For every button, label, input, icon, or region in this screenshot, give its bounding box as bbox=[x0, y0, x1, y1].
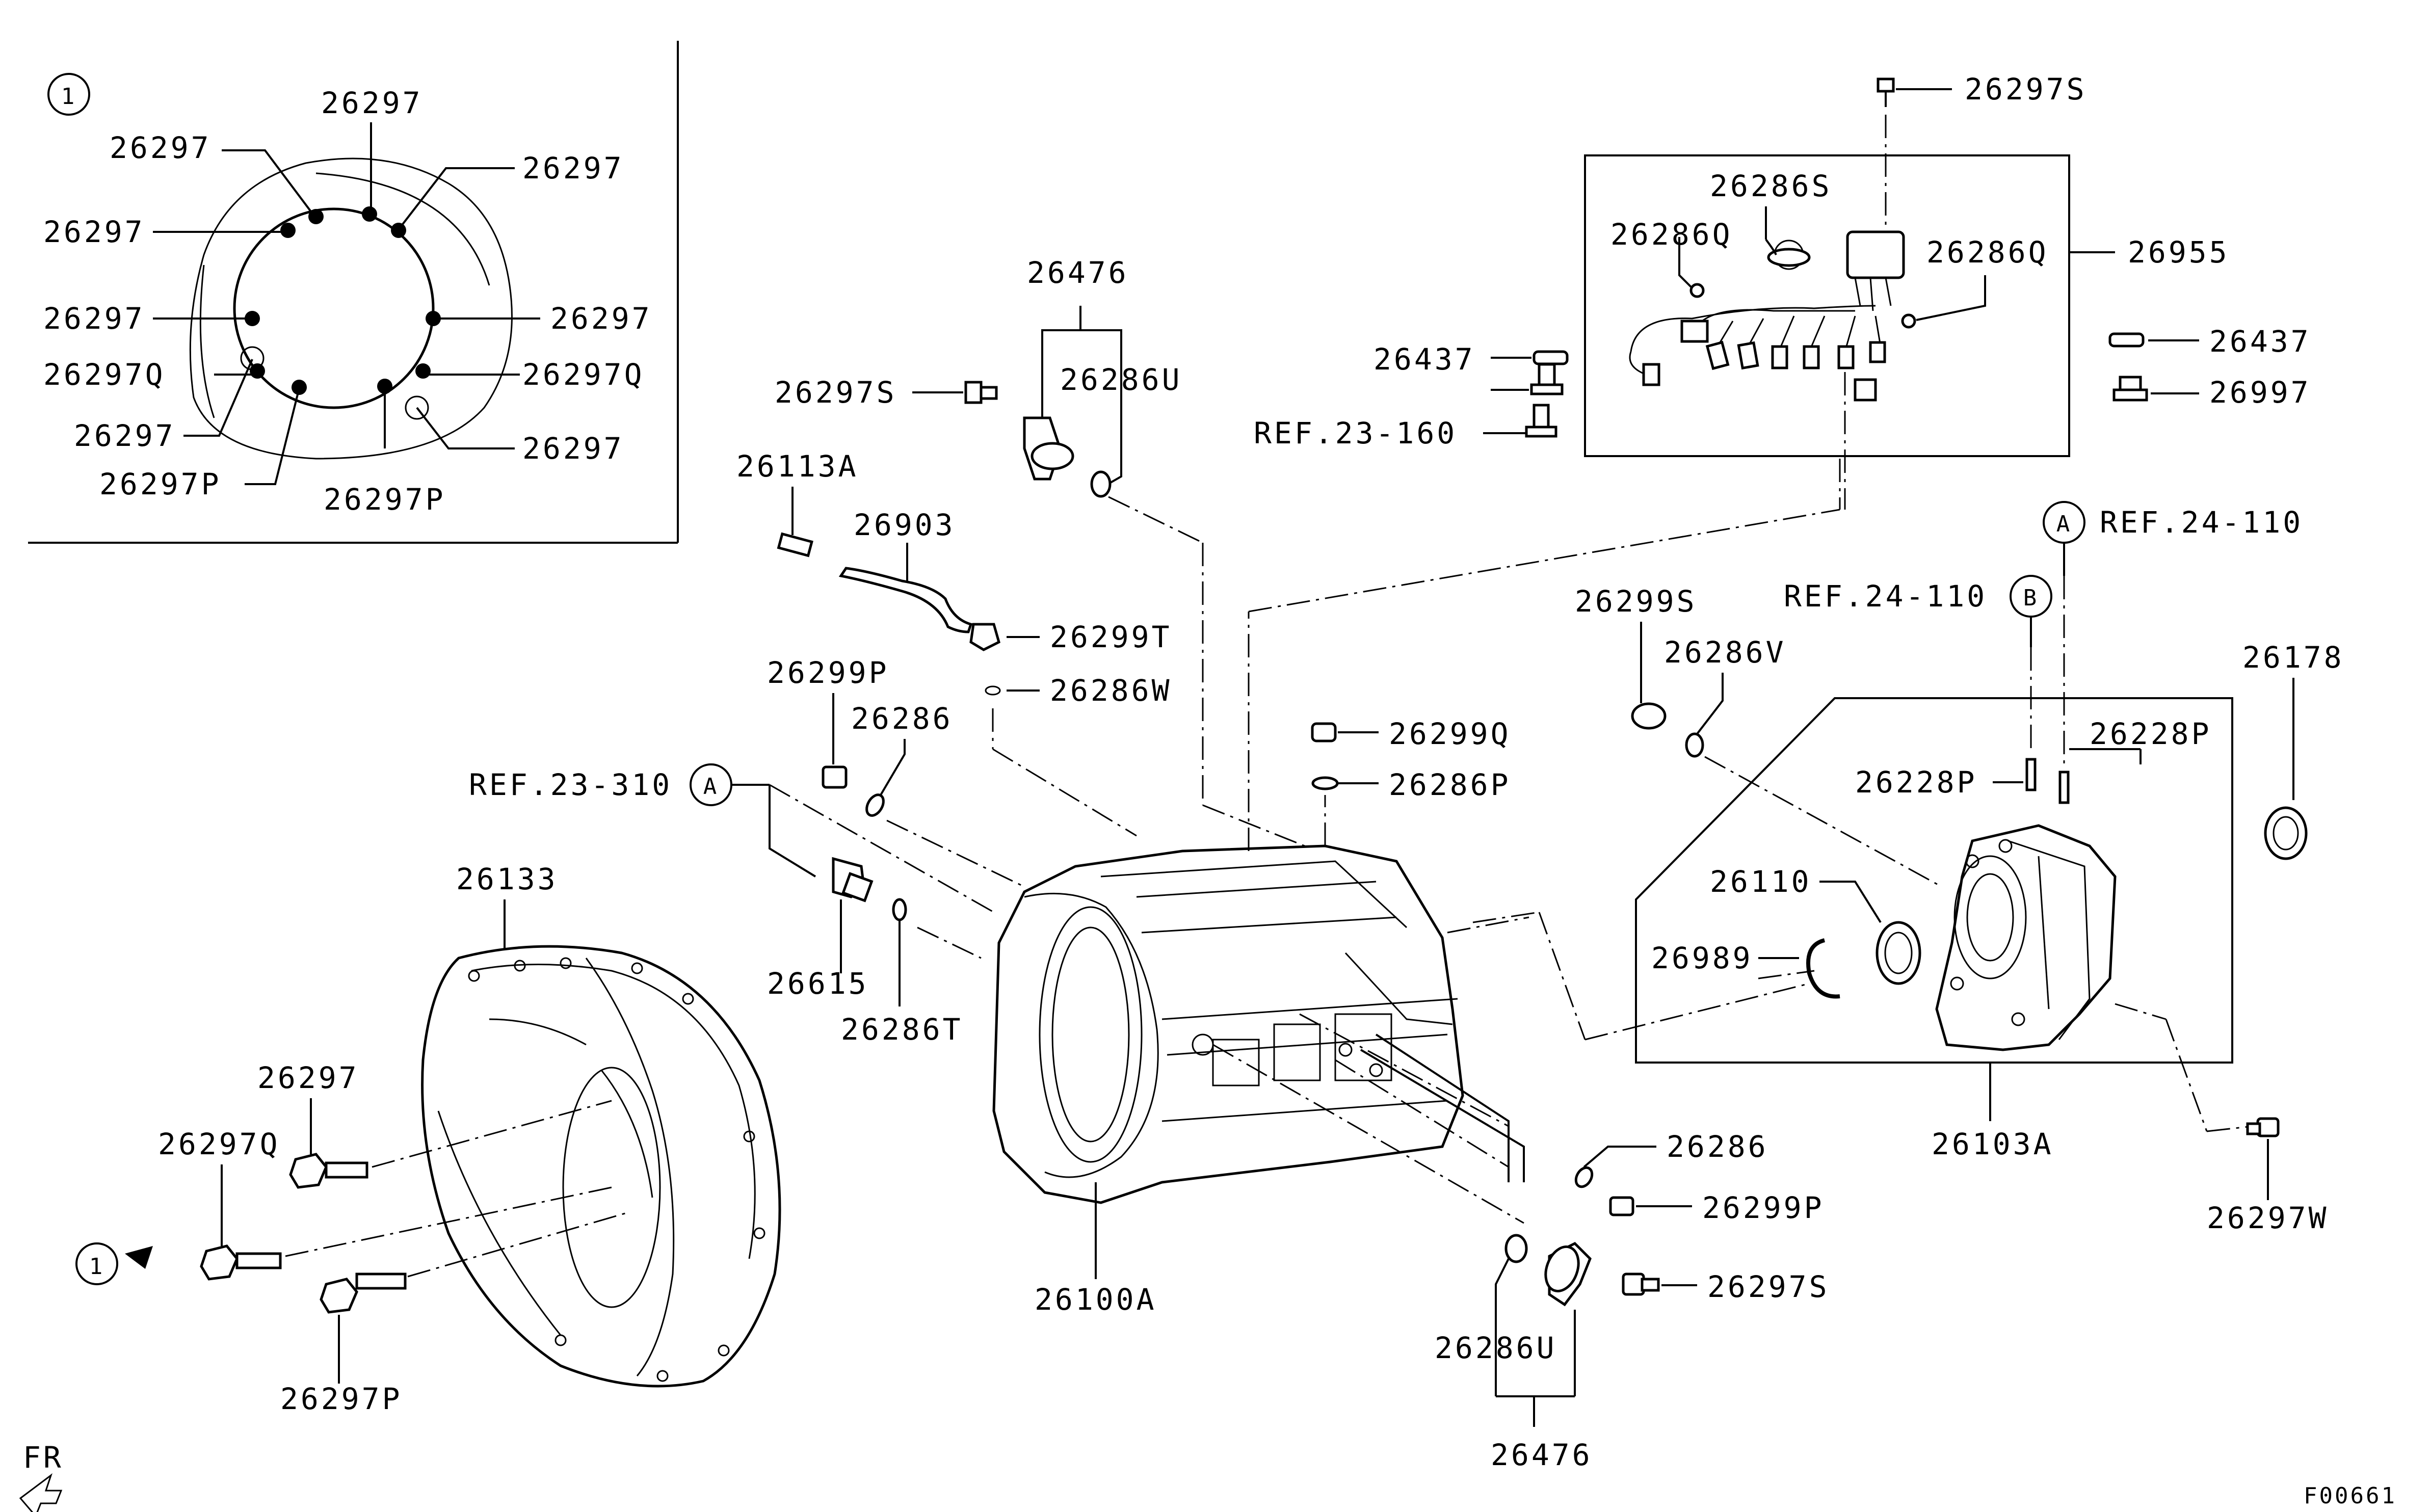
callout-26299t: 26299T bbox=[1050, 620, 1172, 654]
callout-ref-24-110: REF.24-110 bbox=[2100, 505, 2303, 540]
hose-group: 26113A 26903 26299T 26286W bbox=[736, 449, 1172, 837]
callout-26297s: 26297S bbox=[1965, 72, 2087, 107]
plug-group: 26299Q 26286P bbox=[1311, 717, 1511, 802]
callout-26286w: 26286W bbox=[1050, 673, 1172, 708]
callout-26297: 26297 bbox=[43, 215, 145, 249]
callout-26297w: 26297W bbox=[2207, 1201, 2329, 1235]
callout-26297q: 26297Q bbox=[522, 357, 645, 392]
callout-26297p: 26297P bbox=[324, 482, 446, 517]
callout-26903: 26903 bbox=[854, 508, 956, 542]
inset-bore-circle bbox=[233, 207, 435, 409]
callout-26286t: 26286T bbox=[841, 1012, 963, 1047]
callout-ref-24-110: REF.24-110 bbox=[1784, 579, 1987, 614]
callout-26297: 26297 bbox=[257, 1060, 359, 1095]
front-arrow-icon bbox=[19, 1473, 63, 1512]
callout-26297: 26297 bbox=[550, 301, 652, 336]
callout-26299q: 26299Q bbox=[1389, 717, 1511, 751]
callout-26997: 26997 bbox=[2209, 375, 2311, 410]
callout-26297: 26297 bbox=[321, 86, 423, 120]
inset-detail: 1 26297 26297 26297 26297 26297 26297 26… bbox=[28, 41, 679, 544]
callout-26297: 26297 bbox=[522, 151, 624, 185]
callout-26615: 26615 bbox=[767, 966, 869, 1001]
drawing-code: F00661 bbox=[2304, 1483, 2397, 1509]
callout-26299p: 26299P bbox=[767, 655, 889, 690]
callout-26103a: 26103A bbox=[1932, 1127, 2054, 1161]
left-mid-fittings: 26299P 26286 REF.23-310 A 26615 26286T bbox=[469, 655, 1025, 1047]
callout-26297p: 26297P bbox=[280, 1382, 403, 1416]
callout-26286u: 26286U bbox=[1060, 362, 1182, 397]
callout-26297: 26297 bbox=[43, 301, 145, 336]
callout-26228p: 26228P bbox=[1855, 765, 1977, 800]
callout-ref-23-160: REF.23-160 bbox=[1254, 416, 1457, 450]
harness-box: 26297S 26286S 26286Q 26286Q 26955 bbox=[1584, 72, 2230, 510]
callout-26476: 26476 bbox=[1491, 1438, 1593, 1472]
right-lower-fittings: 26286 26299P 26297S 26286U 26476 bbox=[1435, 1129, 1830, 1472]
callout-26133: 26133 bbox=[456, 862, 558, 896]
callout-26110: 26110 bbox=[1710, 864, 1812, 899]
callout-ref-23-310: REF.23-310 bbox=[469, 767, 672, 802]
callout-26286v: 26286V bbox=[1664, 635, 1786, 670]
callout-26299p: 26299P bbox=[1702, 1190, 1825, 1225]
inset-housing-outline bbox=[189, 157, 513, 460]
callout-26228p: 26228P bbox=[2090, 717, 2212, 751]
callout-26286: 26286 bbox=[851, 701, 953, 736]
bell-housing-26133: 26133 26297 26297Q 26297P 1 bbox=[75, 862, 781, 1416]
callout-26286: 26286 bbox=[1667, 1129, 1768, 1164]
callout-26297s: 26297S bbox=[1707, 1269, 1830, 1304]
fr-label: FR bbox=[23, 1440, 64, 1475]
callout-26286u: 26286U bbox=[1435, 1331, 1557, 1365]
marker-b: B bbox=[2023, 585, 2039, 611]
callout-26286q: 26286Q bbox=[1926, 235, 2049, 270]
marker-1: 1 bbox=[89, 1254, 105, 1280]
callout-26297: 26297 bbox=[522, 431, 624, 466]
callout-26286q: 26286Q bbox=[1610, 217, 1733, 252]
callout-26297: 26297 bbox=[110, 130, 212, 165]
callout-26297p: 26297P bbox=[99, 467, 222, 501]
callout-26113a: 26113A bbox=[736, 449, 859, 484]
marker-1: 1 bbox=[61, 84, 77, 110]
callout-26437: 26437 bbox=[1374, 342, 1475, 377]
transmission-case-26100a: 26100A bbox=[992, 509, 1840, 1317]
sensor-top: 26476 26286U 26297S bbox=[775, 255, 1305, 847]
callout-26437: 26437 bbox=[2209, 324, 2311, 359]
view-arrow-icon bbox=[125, 1246, 153, 1269]
callout-26989: 26989 bbox=[1651, 941, 1753, 975]
callout-26286s: 26286S bbox=[1710, 169, 1832, 203]
extension-box: 26299S 26286V A REF.24-110 REF.24-110 B … bbox=[1575, 501, 2344, 1235]
callout-26178: 26178 bbox=[2242, 640, 2344, 675]
callout-26100a: 26100A bbox=[1035, 1282, 1157, 1317]
callout-26476: 26476 bbox=[1027, 255, 1129, 290]
callout-26955: 26955 bbox=[2128, 235, 2230, 270]
marker-a: A bbox=[703, 774, 719, 800]
callout-26299s: 26299S bbox=[1575, 584, 1697, 619]
callout-26297: 26297 bbox=[74, 418, 176, 453]
marker-1-circle bbox=[47, 73, 90, 116]
harness-side-parts: 26437 26437 26997 REF.23-160 bbox=[1254, 324, 2311, 450]
marker-a: A bbox=[2056, 511, 2072, 537]
callout-26297q: 26297Q bbox=[158, 1127, 280, 1161]
callout-26286p: 26286P bbox=[1389, 767, 1511, 802]
callout-26297q: 26297Q bbox=[43, 357, 166, 392]
callout-26297s: 26297S bbox=[775, 375, 897, 410]
